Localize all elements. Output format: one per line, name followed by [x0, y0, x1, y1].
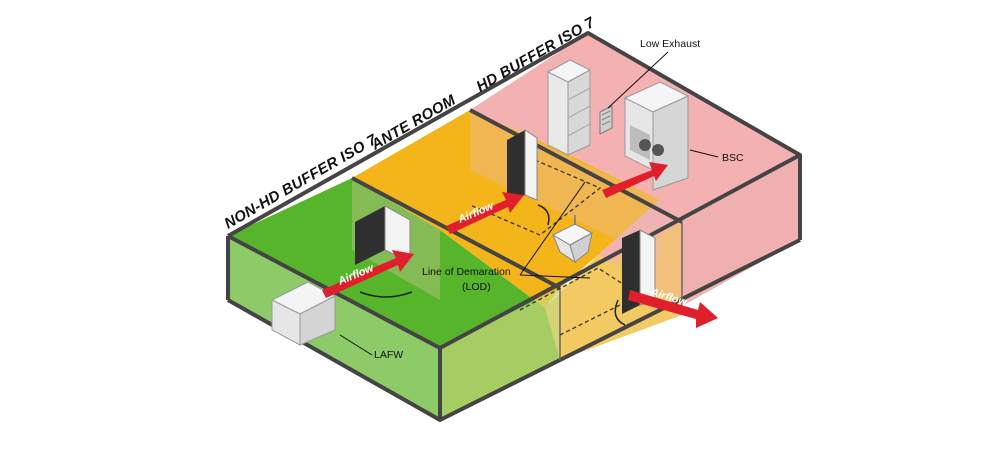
callout-low-exhaust: Low Exhaust [640, 38, 700, 50]
leader-lines [339, 51, 719, 356]
door-nonhd [355, 205, 413, 298]
callout-lod-line2: (LOD) [462, 281, 491, 293]
callout-lod-line1: Line of Demaration [422, 266, 511, 278]
lafw-cabinet [270, 281, 337, 346]
wall-outlines [226, 31, 802, 422]
callout-bsc: BSC [722, 152, 744, 164]
airflow-arrow-hd [602, 162, 668, 198]
callout-lafw: LAFW [374, 349, 403, 361]
front-wall-mid [440, 288, 560, 420]
sink [551, 215, 594, 264]
ante-room-floor [352, 110, 660, 308]
lod-dashed-lines [469, 159, 642, 336]
shelving-unit [546, 59, 592, 156]
front-wall-right [682, 155, 800, 306]
door-ante-hd [507, 129, 550, 226]
